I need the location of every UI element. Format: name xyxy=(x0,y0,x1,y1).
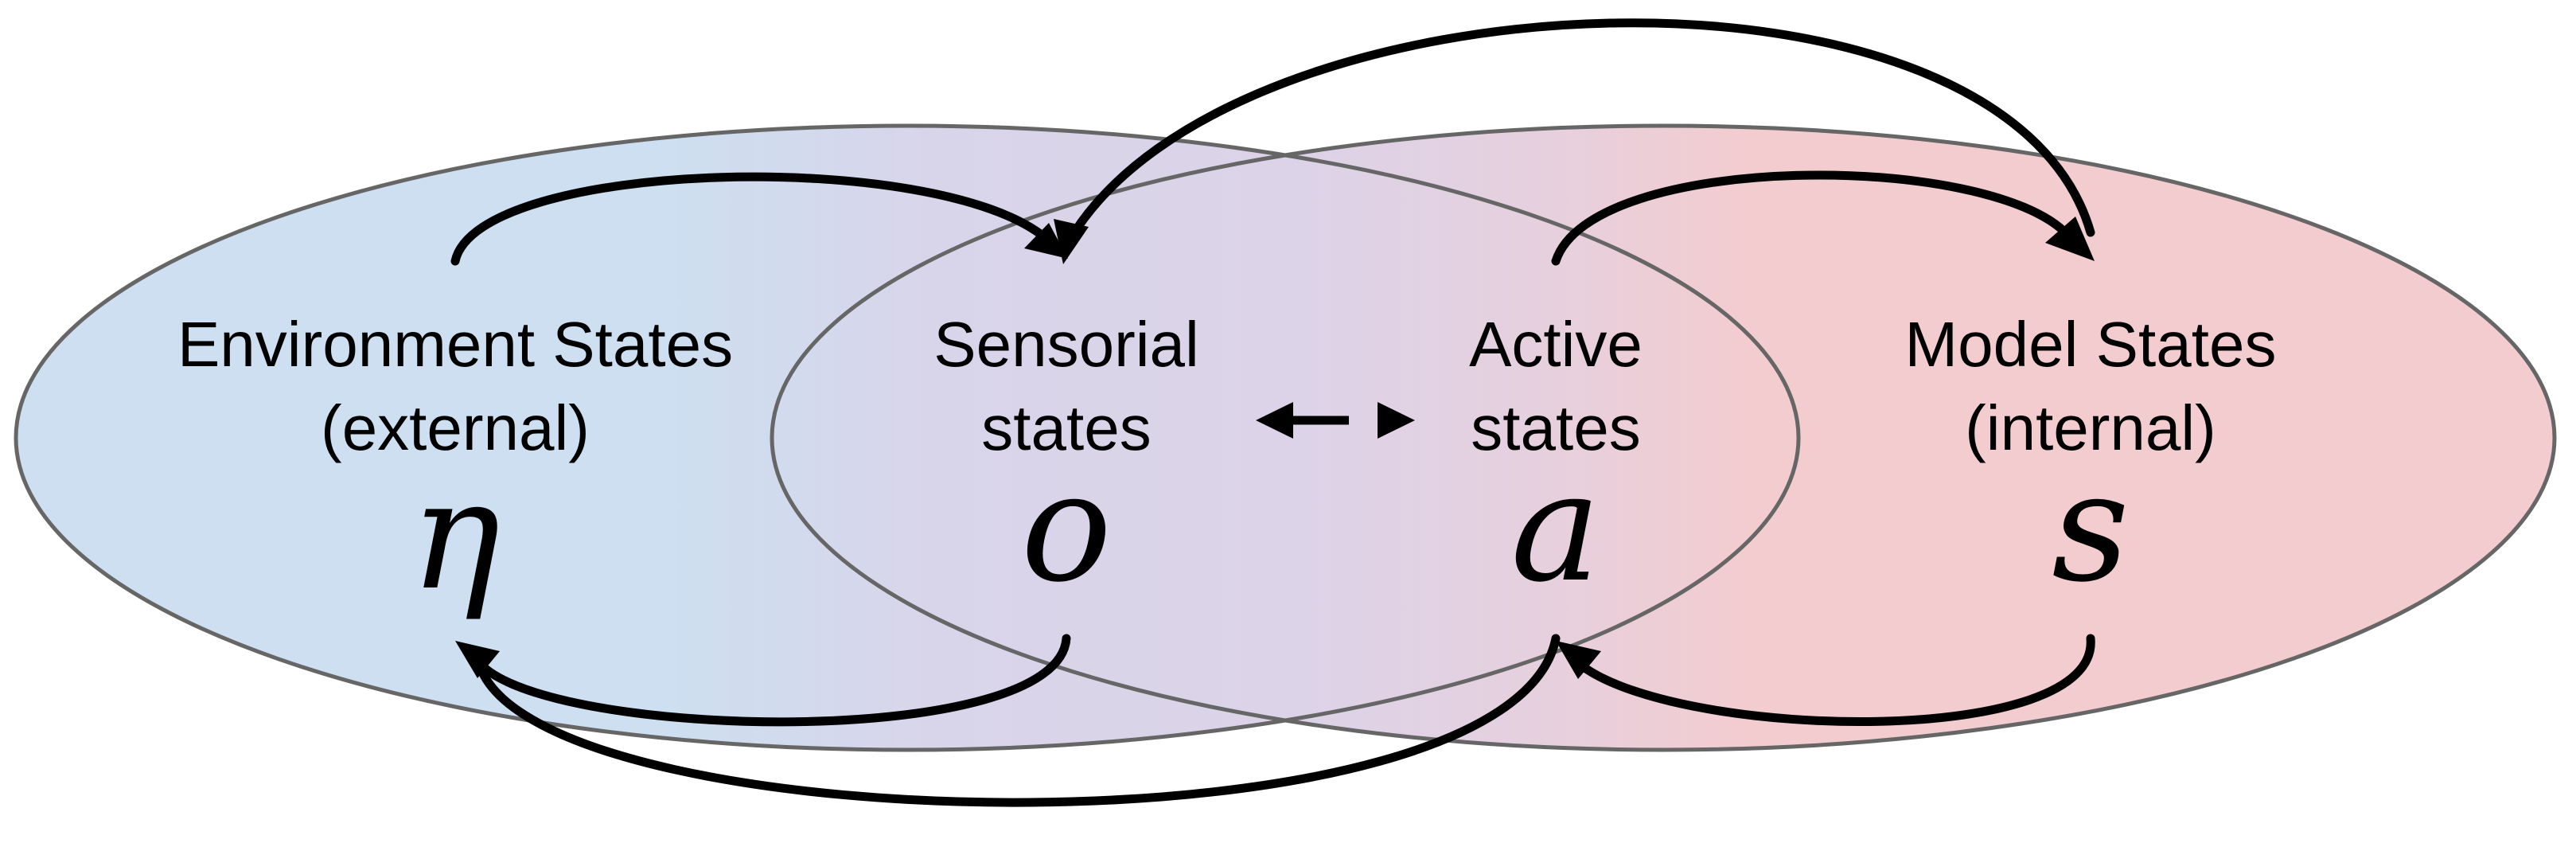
sensorial-label-line2: states xyxy=(981,392,1151,463)
active-label-line1: Active xyxy=(1469,309,1643,380)
environment-symbol: η xyxy=(410,447,501,623)
arrow-active-to-environment xyxy=(477,634,1561,807)
model-symbol: s xyxy=(2052,439,2130,615)
sensorial-symbol: o xyxy=(1021,439,1112,615)
arrow-sensorial-to-environment xyxy=(481,634,1071,727)
node-sensorial: Sensorial states o xyxy=(933,309,1199,615)
arrowhead-to-sensorial xyxy=(1024,223,1068,259)
arrowhead-to-sensorial-2 xyxy=(1054,219,1089,264)
node-model: Model States (internal) s xyxy=(1905,309,2277,615)
arrowhead-to-model xyxy=(2045,217,2095,261)
node-active: Active states a xyxy=(1469,309,1643,615)
arrow-environment-to-sensorial xyxy=(450,172,1051,266)
arrow-model-to-sensorial xyxy=(1066,18,2095,244)
arrowhead-to-environment-1 xyxy=(455,641,500,678)
model-label-line2: (internal) xyxy=(1965,392,2216,463)
arrowhead-to-active xyxy=(1556,641,1601,679)
model-label-line1: Model States xyxy=(1905,309,2277,380)
active-label-line2: states xyxy=(1471,392,1640,463)
external-region-outline xyxy=(14,123,1801,752)
node-environment: Environment States (external) η xyxy=(177,309,733,623)
arrow-model-to-active xyxy=(1579,634,2095,726)
internal-region-outline xyxy=(770,123,2557,752)
environment-label-line1: Environment States xyxy=(177,309,733,380)
environment-label-line2: (external) xyxy=(321,392,590,463)
bidirectional-arrowhead-right xyxy=(1378,402,1415,439)
arrow-active-to-model xyxy=(1551,170,2072,266)
sensorial-label-line1: Sensorial xyxy=(933,309,1199,380)
active-symbol: a xyxy=(1510,439,1600,615)
bidirectional-arrowhead-left xyxy=(1256,402,1293,439)
